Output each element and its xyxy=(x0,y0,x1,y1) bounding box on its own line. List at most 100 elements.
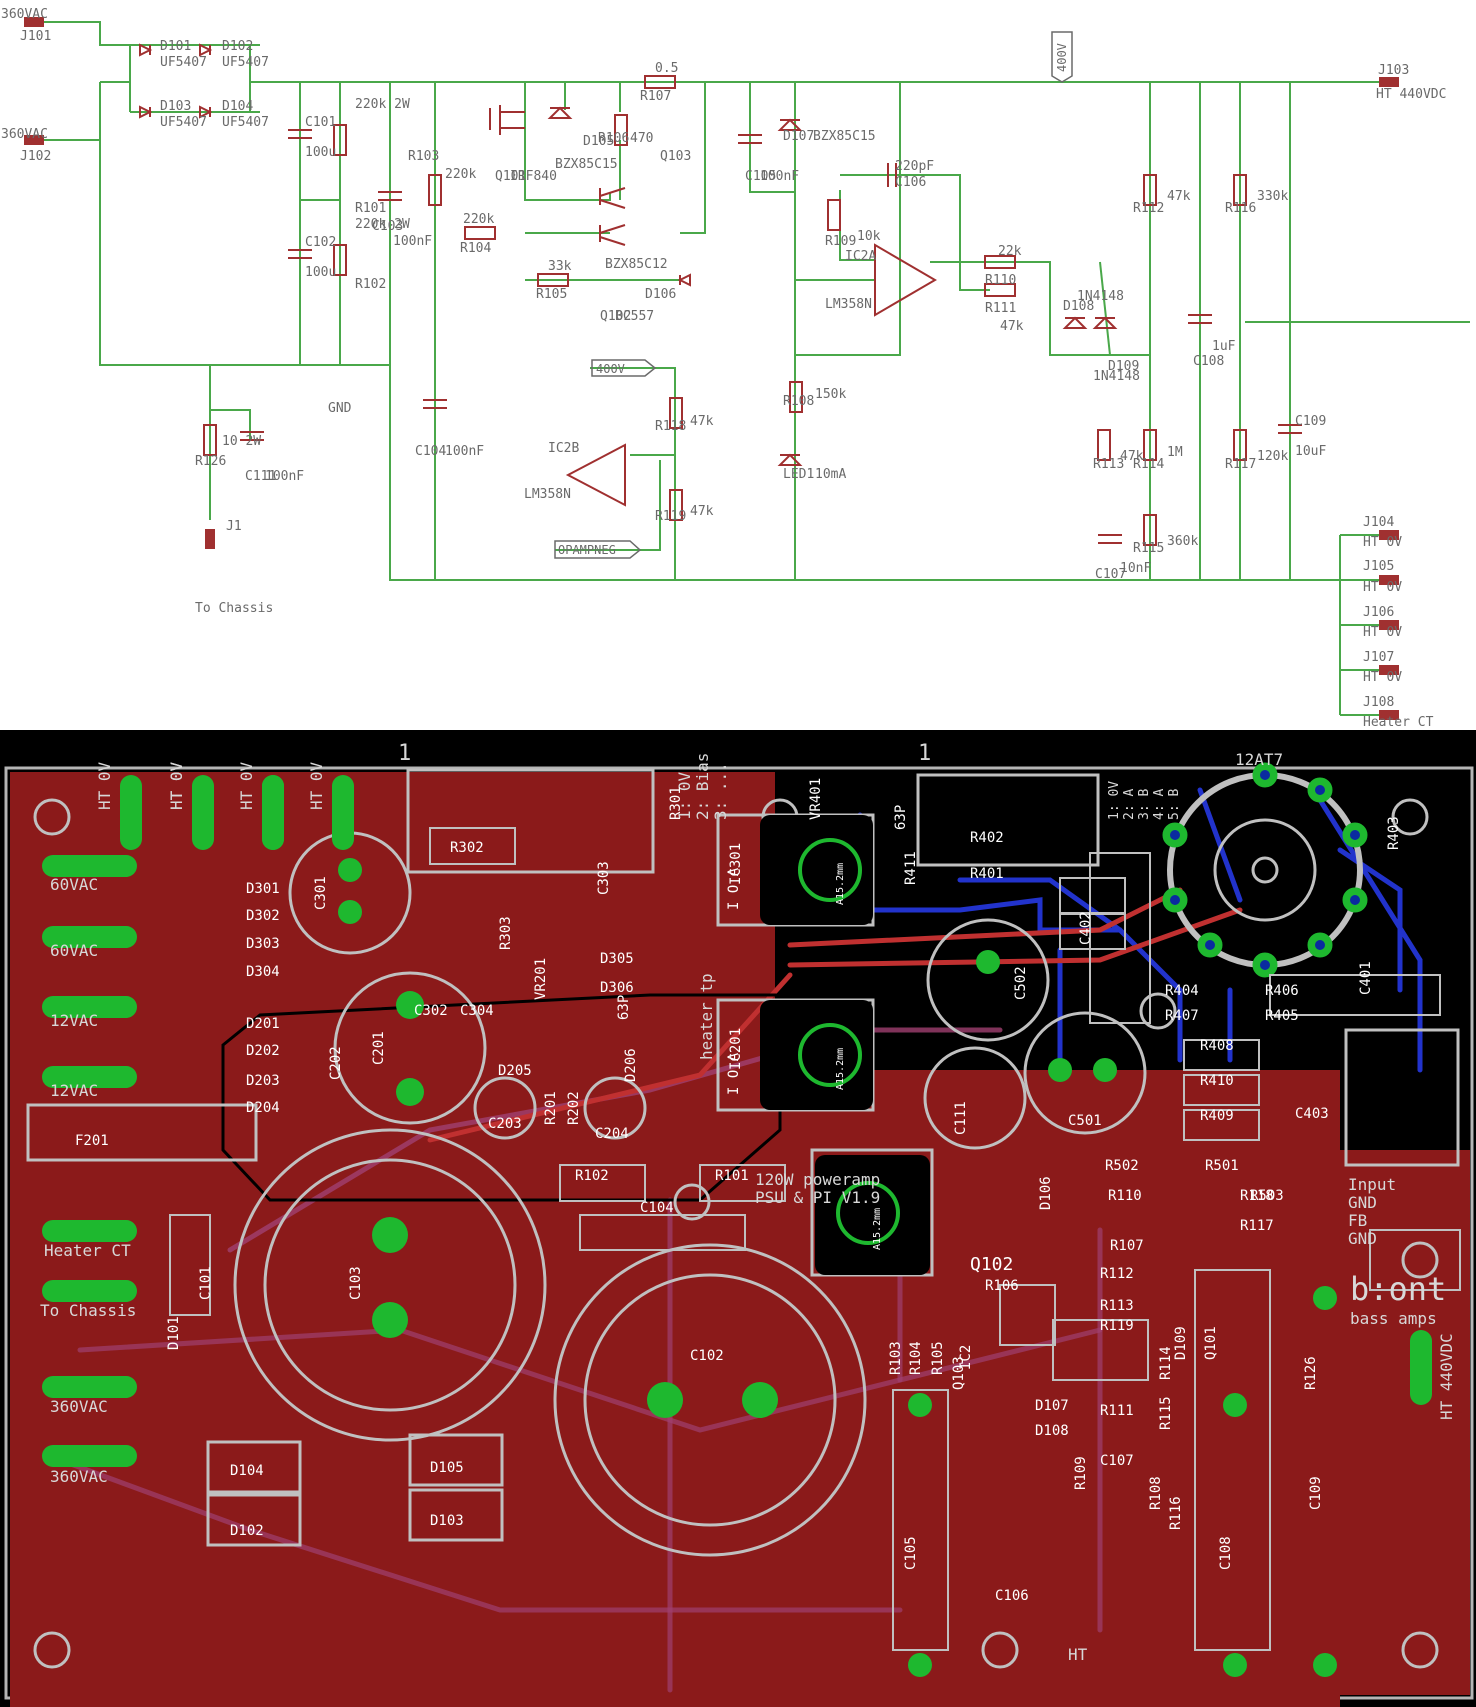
label: 100nF xyxy=(265,469,304,484)
part-ref: C304 xyxy=(460,1003,494,1019)
ref-label: C106 xyxy=(895,175,926,190)
ref-label: R113 xyxy=(1093,457,1124,472)
ref-label: R107 xyxy=(640,89,671,104)
ic-pin-label: I O A xyxy=(726,1052,742,1095)
part-ref: R302 xyxy=(450,840,484,856)
diode-d103 xyxy=(206,1440,302,1494)
ref-label: C104 xyxy=(415,444,446,459)
bias-label: 3: ... xyxy=(711,762,730,820)
ref-label: J1 xyxy=(226,519,242,534)
input-label: GND xyxy=(1348,1193,1377,1212)
ht-tp-label: HT xyxy=(1068,1645,1088,1664)
part-ref: D102 xyxy=(230,1523,264,1539)
pot-label: 4: A xyxy=(1152,789,1167,820)
pot-label: 1: 0V xyxy=(1107,781,1122,820)
part-ref: C203 xyxy=(488,1116,522,1132)
part-ref: C402 xyxy=(1078,911,1094,945)
capacitor-c201-outline xyxy=(333,971,487,1125)
part-ref: R110 xyxy=(1108,1188,1142,1204)
ref-label: IC2B xyxy=(548,441,579,456)
part-ref: D304 xyxy=(246,964,280,980)
ic-pin-label: I O A xyxy=(726,867,742,910)
part-ref: IC2 xyxy=(958,1345,974,1370)
part-ref: D103 xyxy=(430,1513,464,1529)
label: UF5407 xyxy=(222,55,269,70)
part-ref: D201 xyxy=(246,1016,280,1032)
capacitor-c102-outline xyxy=(233,1128,547,1442)
part-ref: C401 xyxy=(1358,961,1374,995)
label: 47k xyxy=(1167,189,1191,204)
power-diodes xyxy=(206,1433,504,1547)
mounting-hole xyxy=(33,798,71,836)
ref-label: C108 xyxy=(1193,354,1224,369)
part-ref: R112 xyxy=(1100,1266,1134,1282)
label: 470 xyxy=(630,131,653,146)
ref-label: R116 xyxy=(1225,201,1256,216)
part-ref: D306 xyxy=(600,980,634,996)
part-ref: R103 xyxy=(888,1341,904,1375)
label: 47k xyxy=(1000,319,1024,334)
net-label-box xyxy=(1051,31,1073,83)
part-ref: R501 xyxy=(1205,1158,1239,1174)
part-ref: D202 xyxy=(246,1043,280,1059)
regulator-label: A15.2mm xyxy=(835,863,846,905)
ref-label: D101 xyxy=(160,39,191,54)
copper-pour xyxy=(1340,1150,1470,1695)
ref-label: R126 xyxy=(195,454,226,469)
mounting-hole xyxy=(33,1631,71,1669)
label: 150k xyxy=(815,387,846,402)
net-label: OPAMPNEG xyxy=(558,543,616,557)
part-ref: R503 xyxy=(1250,1188,1284,1204)
label: 0.5 xyxy=(655,61,678,76)
part-ref: R403 xyxy=(1386,816,1402,850)
label: 100nF xyxy=(393,234,432,249)
part-ref: C302 xyxy=(414,1003,448,1019)
ref-label: J105 xyxy=(1363,559,1394,574)
part-ref: D205 xyxy=(498,1063,532,1079)
ref-label: D103 xyxy=(160,99,191,114)
input-label: Input xyxy=(1348,1175,1396,1194)
label: 1N4148 xyxy=(1093,369,1140,384)
part-ref: R404 xyxy=(1165,983,1199,999)
part-ref: VR401 xyxy=(808,778,824,820)
board-title: 120W poweramp xyxy=(755,1170,880,1189)
ref-label: C103 xyxy=(372,219,403,234)
label: 10uF xyxy=(1295,444,1326,459)
label: UF5407 xyxy=(160,55,207,70)
ref-label: J104 xyxy=(1363,515,1394,530)
part-ref: VR201 xyxy=(533,958,549,1000)
capacitor-c204-outline xyxy=(583,1076,647,1140)
part-ref: R408 xyxy=(1200,1038,1234,1054)
heatsink-pads xyxy=(798,838,900,1245)
part-ref: D204 xyxy=(246,1100,280,1116)
part-ref: R202 xyxy=(566,1091,582,1125)
part-ref: D104 xyxy=(230,1463,264,1479)
schematic-labels: 360VAC J101 360VAC J102 J103 HT 440VDC J… xyxy=(1,7,1446,730)
part-ref: Q102 xyxy=(970,1254,1013,1275)
part-ref: Q101 xyxy=(1203,1326,1219,1360)
label: BZX85C15 xyxy=(555,157,618,172)
tube-socket-12at7 xyxy=(1162,762,1368,978)
part-ref: R115 xyxy=(1158,1396,1174,1430)
connector-label: HT 440VDC xyxy=(1437,1333,1456,1420)
part-ref: R116 xyxy=(1168,1496,1184,1530)
ref-label: R103 xyxy=(408,149,439,164)
label: 10k xyxy=(857,229,881,244)
ref-label: D104 xyxy=(222,99,253,114)
mounting-hole xyxy=(1391,798,1429,836)
vr-label: 63P xyxy=(616,995,632,1020)
ref-label: C111 xyxy=(245,469,276,484)
large-capacitors xyxy=(233,831,1147,1557)
pot-label: 5: B xyxy=(1167,789,1182,820)
net-label-box xyxy=(554,540,642,559)
part-ref: R118 xyxy=(1240,1188,1274,1204)
part-ref: R405 xyxy=(1265,1008,1299,1024)
mounting-hole xyxy=(1401,1631,1439,1669)
ref-label: R117 xyxy=(1225,457,1256,472)
part-ref: D108 xyxy=(1035,1423,1069,1439)
label: 220k 2W xyxy=(355,217,410,232)
label: 22k xyxy=(998,244,1022,259)
part-ref: R106 xyxy=(985,1278,1019,1294)
part-ref: C103 xyxy=(348,1266,364,1300)
ref-label: IC2A xyxy=(845,249,876,264)
